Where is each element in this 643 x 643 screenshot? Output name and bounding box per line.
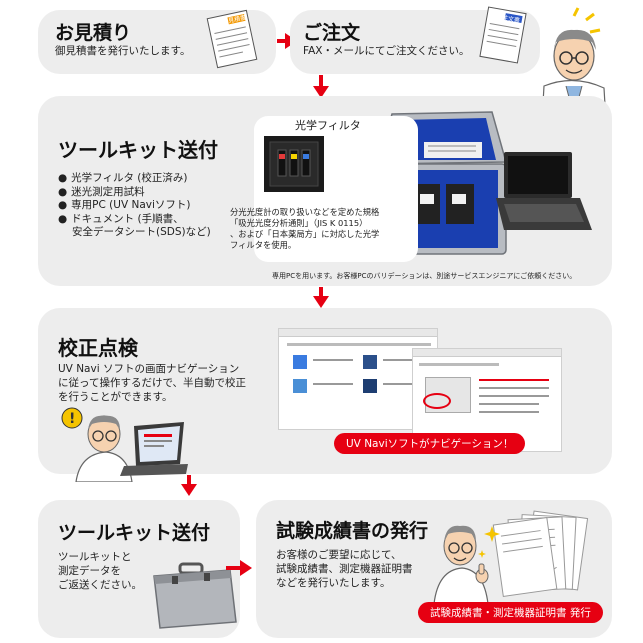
step-certificate-desc-3: などを発行いたします。 <box>276 577 391 589</box>
svg-text:!: ! <box>69 411 75 427</box>
optical-filter-desc-3: 、および「日本薬局方」に対応した光学 <box>230 229 380 239</box>
step-return-desc-1: ツールキットと <box>58 551 132 563</box>
toolkit-item-documents-cont: 安全データシート(SDS)など) <box>72 226 211 238</box>
step-order-desc: FAX・メールにてご注文ください。 <box>303 45 470 57</box>
uv-navi-navigation-badge: UV Naviソフトがナビゲーション！ <box>334 433 526 454</box>
toolkit-pc-note: 専用PCを用います。お客様PCのバリデーションは、別途サービスエンジニアにご依頼… <box>272 272 577 280</box>
toolkit-item-documents: ドキュメント (手順書、 <box>58 213 211 227</box>
optical-filter-desc-4: フィルタを使用。 <box>230 240 297 250</box>
step-order-title: ご注文 <box>303 22 361 44</box>
scientist-with-certificates-illustration <box>433 510 589 604</box>
scientist-with-laptop-illustration: ! <box>61 407 188 482</box>
step-calibration-title: 校正点検 <box>58 336 138 360</box>
arrow-return-to-certificate <box>240 560 252 576</box>
step-toolkit-title: ツールキット送付 <box>58 138 218 162</box>
estimate-document-icon <box>206 9 258 69</box>
certificate-issue-badge: 試験成績書・測定機器証明書 発行 <box>418 602 603 623</box>
optical-filter-desc-1: 分光光度計の取り扱いなどを定めた規格 <box>230 207 380 217</box>
arrow-order-to-toolkit <box>313 86 329 98</box>
optical-filter-title: 光学フィルタ <box>295 119 361 132</box>
step-calibration-desc-1: UV Navi ソフトの画面ナビゲーション <box>58 363 240 375</box>
step-calibration-desc-2: に従って操作するだけで、半自動で校正 <box>58 377 247 389</box>
arrow-calibration-to-return <box>181 484 197 496</box>
arrow-toolkit-to-calibration <box>313 296 329 308</box>
optical-filter-photo <box>264 136 324 192</box>
step-certificate-title: 試験成績書の発行 <box>276 520 429 542</box>
arrow-estimate-to-order-stem <box>277 39 287 43</box>
optical-filter-desc-2: 「吸光光度分析通則」（JIS K 0115） <box>230 218 368 228</box>
order-document-icon <box>479 6 527 64</box>
step-return-desc-2: 測定データを <box>58 565 121 577</box>
toolkit-item-pc: 専用PC (UV Naviソフト) <box>58 199 211 213</box>
arrow-toolkit-to-calibration-stem <box>319 287 323 297</box>
uv-navi-main-screen <box>278 328 438 430</box>
step-return-desc-3: ご返送ください。 <box>58 579 142 591</box>
toolkit-item-filter: 光学フィルタ (校正済み) <box>58 172 211 186</box>
toolkit-item-stray-light: 迷光測定用試料 <box>58 186 211 200</box>
step-certificate-desc-2: 試験成績書、測定機器証明書 <box>276 563 413 575</box>
step-return-title: ツールキット送付 <box>58 522 211 544</box>
closed-case-icon <box>153 562 237 629</box>
step-certificate-desc-1: お客様のご要望に応じて、 <box>276 549 402 561</box>
toolkit-contents-list: 光学フィルタ (校正済み) 迷光測定用試料 専用PC (UV Naviソフト) … <box>58 172 211 240</box>
step-calibration-desc-3: を行うことができます。 <box>58 391 173 403</box>
arrow-calibration-to-return-stem <box>187 475 191 485</box>
arrow-order-to-toolkit-stem <box>319 75 323 87</box>
step-estimate-title: お見積り <box>55 22 132 44</box>
step-estimate-desc: 御見積書を発行いたします。 <box>55 45 191 57</box>
arrow-return-to-certificate-stem <box>226 566 240 570</box>
